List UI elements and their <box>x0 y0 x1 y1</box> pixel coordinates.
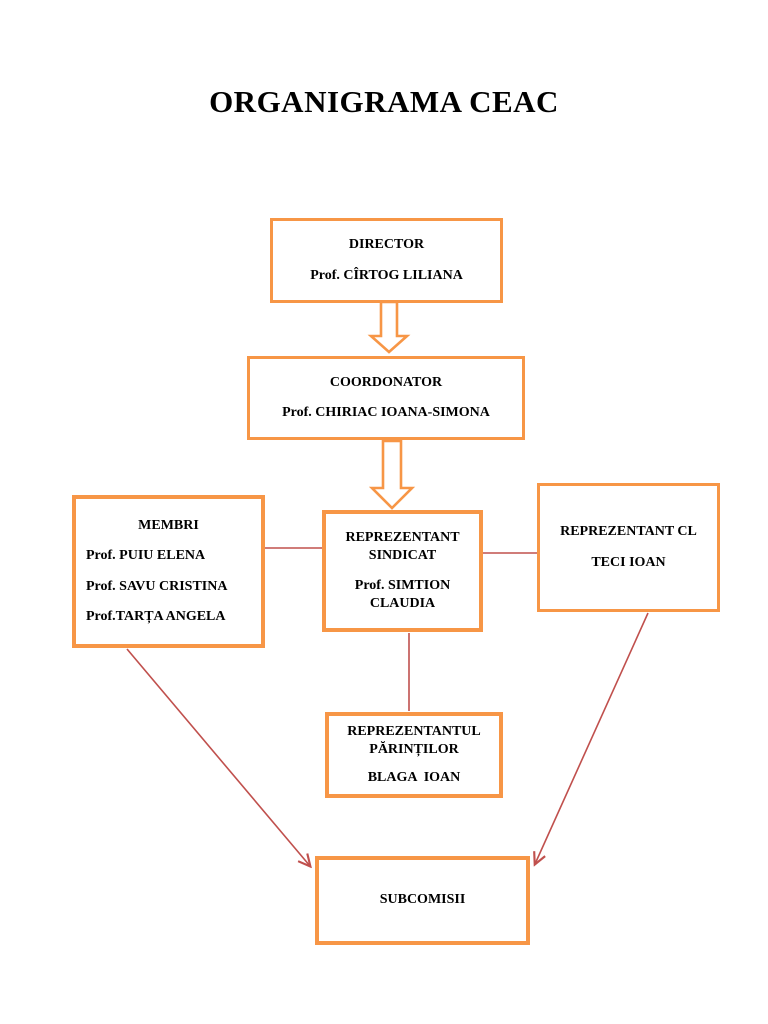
membri-role-label: MEMBRI <box>138 518 199 534</box>
node-director: DIRECTOR Prof. CÎRTOG LILIANA <box>270 218 503 303</box>
director-role-label: DIRECTOR <box>348 236 425 252</box>
node-reprezentant-sindicat: REPREZENTANT SINDICAT Prof. SIMTION CLAU… <box>322 510 483 632</box>
node-coordonator: COORDONATOR Prof. CHIRIAC IOANA-SIMONA <box>247 356 525 440</box>
membri-member-2: Prof. SAVU CRISTINA <box>86 578 228 594</box>
arrow-cl-subcomisii <box>535 612 649 864</box>
parinti-person-name: BLAGA IOAN <box>367 769 461 785</box>
node-reprezentantul-parintilor: REPREZENTANTUL PĂRINȚILOR BLAGA IOAN <box>325 712 503 798</box>
coordonator-person-name: Prof. CHIRIAC IOANA-SIMONA <box>282 405 490 420</box>
node-reprezentant-cl: REPREZENTANT CL TECI IOAN <box>537 483 720 612</box>
node-membri: MEMBRI Prof. PUIU ELENA Prof. SAVU CRIST… <box>72 495 265 648</box>
director-person-name: Prof. CÎRTOG LILIANA <box>310 268 463 283</box>
parinti-role-label: REPREZENTANTUL PĂRINȚILOR <box>347 724 485 758</box>
cl-role-label: REPREZENTANT CL <box>560 523 697 539</box>
sindicat-person-name: Prof. SIMTION CLAUDIA <box>354 577 454 611</box>
subcomisii-role-label: SUBCOMISII <box>379 892 466 908</box>
membri-member-3: Prof.TARȚA ANGELA <box>86 608 226 624</box>
down-block-arrow-director-coordonator <box>367 300 411 354</box>
sindicat-role-label: REPREZENTANT SINDICAT <box>345 530 464 564</box>
page-title: ORGANIGRAMA CEAC <box>209 84 559 119</box>
node-subcomisii: SUBCOMISII <box>315 856 530 945</box>
down-block-arrow-coordonator-sindicat <box>368 439 416 510</box>
membri-member-1: Prof. PUIU ELENA <box>86 548 206 564</box>
coordonator-role-label: COORDONATOR <box>329 374 443 390</box>
cl-person-name: TECI IOAN <box>591 555 666 570</box>
arrow-membri-subcomisii <box>126 648 310 866</box>
